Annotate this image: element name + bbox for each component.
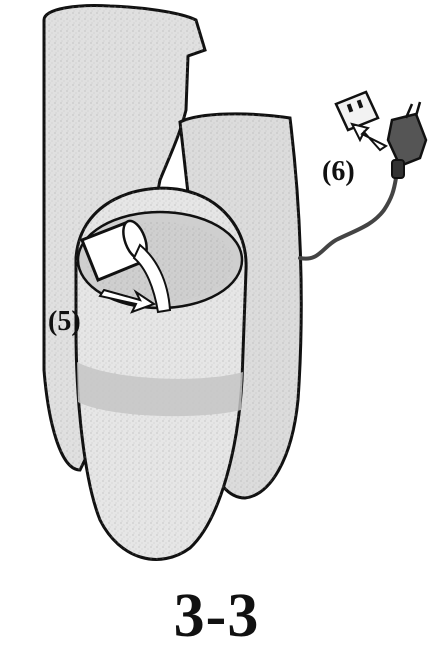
- power-adapter-icon: [388, 102, 426, 178]
- power-cable: [300, 178, 396, 259]
- arrow-6-icon: [352, 124, 386, 150]
- callout-step-5: (5): [48, 306, 81, 337]
- callout-step-6: (6): [322, 156, 355, 187]
- figure-label: 3-3: [0, 585, 433, 647]
